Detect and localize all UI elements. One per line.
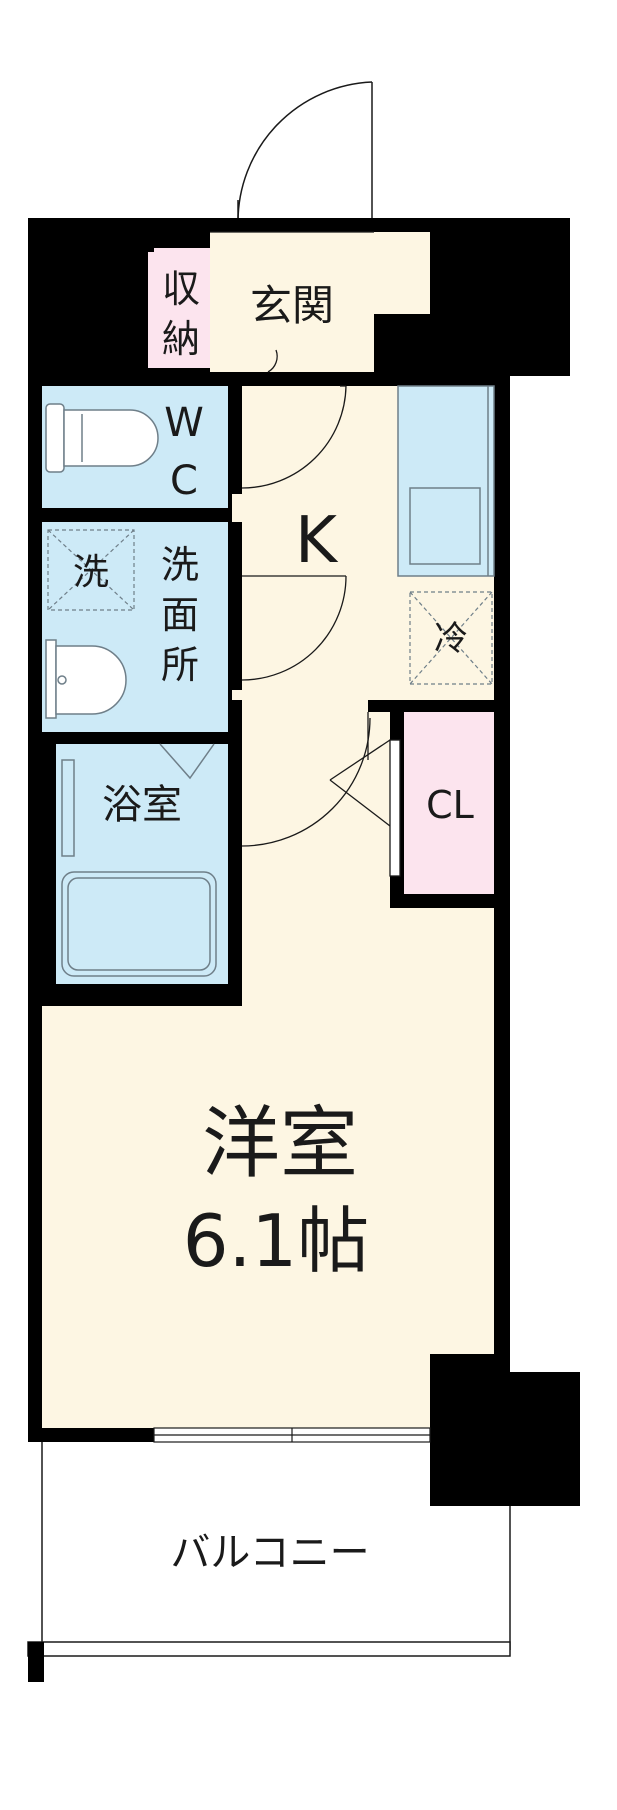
balcony-window	[153, 1427, 431, 1443]
door-swings	[210, 231, 401, 877]
wc-label-c: C	[170, 458, 198, 504]
closet-label: CL	[426, 783, 474, 827]
washroom-label-3: 所	[161, 643, 199, 687]
main-room-label: 洋室	[202, 1099, 358, 1189]
washer-space-icon	[47, 529, 135, 611]
washer-label: 洗	[73, 552, 109, 593]
bath-label: 浴室	[102, 782, 182, 828]
entrance-door	[237, 81, 373, 223]
entrance-floor	[210, 232, 374, 372]
toilet-icon	[45, 403, 159, 473]
kitchen-counter-icon	[397, 385, 495, 577]
entrance-side-floor	[374, 232, 430, 314]
washroom-label-1: 洗	[161, 543, 199, 587]
wash-basin-icon	[45, 639, 127, 719]
bathtub-icon	[61, 743, 217, 977]
balcony	[27, 1442, 511, 1682]
kitchen-label: K	[295, 504, 339, 578]
fridge-space-icon	[409, 591, 493, 685]
washroom-label-2: 面	[161, 593, 199, 637]
storage-label-bottom: 納	[162, 317, 200, 361]
main-room-right	[232, 894, 494, 1354]
storage-label-top: 収	[162, 267, 200, 311]
storage-label: 収 納	[148, 252, 210, 368]
closet-floor	[404, 712, 494, 894]
wc-label-w: W	[164, 400, 204, 446]
balcony-label: バルコニー	[170, 1530, 369, 1576]
entrance-label: 玄関	[250, 281, 334, 330]
fridge-label: 冷	[434, 619, 468, 659]
door-openings	[232, 494, 368, 712]
main-room-size: 6.1帖	[183, 1199, 370, 1283]
